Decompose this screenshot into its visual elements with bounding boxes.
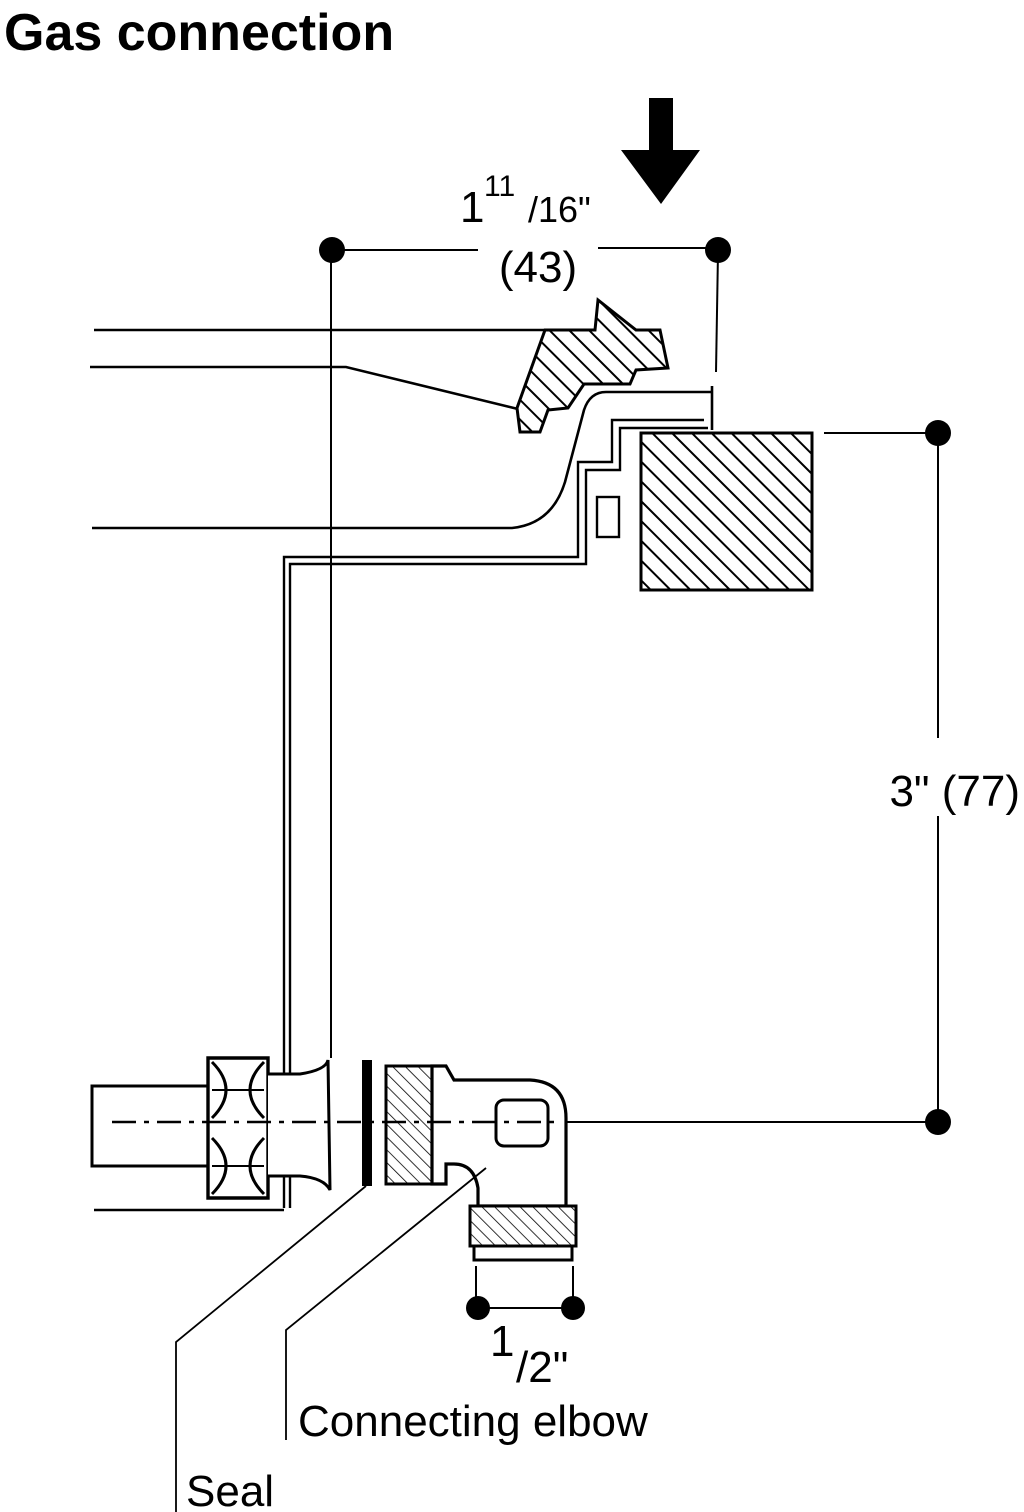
thread-dimension bbox=[475, 1266, 574, 1309]
control-block bbox=[639, 431, 814, 592]
dimension-dot bbox=[466, 1296, 490, 1320]
thread-numerator: 1 bbox=[490, 1317, 514, 1366]
connecting-elbow-label: Connecting elbow bbox=[298, 1397, 648, 1446]
height-dimension-label: 3" (77) bbox=[889, 767, 1020, 816]
dimension-dot bbox=[925, 1109, 951, 1135]
mounting-bracket bbox=[282, 418, 708, 1208]
down-arrow-icon bbox=[621, 98, 700, 204]
dimension-dot bbox=[319, 237, 345, 263]
width-mm-label: (43) bbox=[499, 243, 577, 292]
thread-denominator: /2" bbox=[516, 1343, 568, 1392]
dimension-dot bbox=[925, 420, 951, 446]
width-dimension bbox=[330, 247, 719, 1058]
dimension-dot bbox=[561, 1296, 585, 1320]
width-inch-whole: 1 bbox=[460, 183, 484, 232]
burner-section bbox=[515, 297, 670, 434]
height-dimension bbox=[556, 432, 939, 1123]
cooktop-outline bbox=[90, 328, 714, 530]
width-inch-denominator: /16" bbox=[528, 189, 591, 230]
width-inch-numerator: 11 bbox=[484, 170, 515, 203]
gas-pipe-assembly bbox=[90, 1056, 578, 1262]
dimension-dot bbox=[705, 237, 731, 263]
page-title: Gas connection bbox=[4, 4, 395, 62]
seal-label: Seal bbox=[186, 1467, 274, 1512]
leader-lines bbox=[175, 1167, 487, 1512]
